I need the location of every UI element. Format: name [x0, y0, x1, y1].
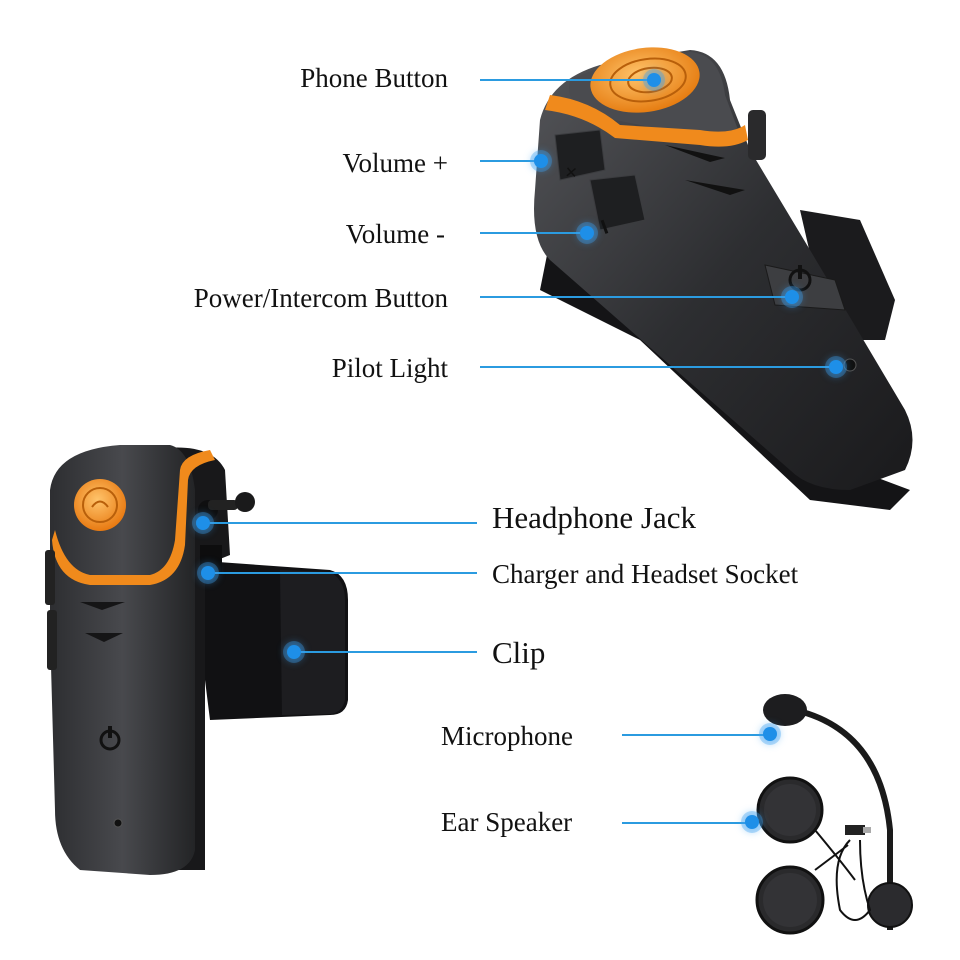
- label-pilot-light: Pilot Light: [331, 353, 448, 383]
- callout-dot-microphone: [763, 727, 777, 741]
- leader-line-phone-button: [480, 79, 656, 81]
- headset-accessory: [755, 694, 913, 935]
- label-microphone: Microphone: [441, 721, 573, 751]
- label-phone-button: Phone Button: [300, 63, 448, 93]
- callout-dot-charger-socket: [201, 566, 215, 580]
- callout-dot-phone-button: [647, 73, 661, 87]
- leader-line-headphone-jack: [205, 522, 477, 524]
- label-volume-minus: Volume -: [345, 219, 445, 249]
- leader-line-volume-minus: [480, 232, 586, 234]
- leader-line-pilot-light: [480, 366, 836, 368]
- side-intercom-device: [45, 445, 348, 875]
- callout-dot-ear-speaker: [745, 815, 759, 829]
- leader-line-charger-socket: [210, 572, 477, 574]
- callout-dot-clip: [287, 645, 301, 659]
- label-headphone-jack: Headphone Jack: [492, 500, 696, 535]
- callout-dot-headphone-jack: [196, 516, 210, 530]
- callout-dot-volume-minus: [580, 226, 594, 240]
- leader-line-microphone: [622, 734, 770, 736]
- label-ear-speaker: Ear Speaker: [441, 807, 573, 837]
- label-charger-socket: Charger and Headset Socket: [492, 559, 799, 589]
- top-intercom-device: +: [534, 47, 913, 510]
- label-power-intercom-button: Power/Intercom Button: [193, 283, 448, 313]
- label-volume-plus: Volume +: [342, 148, 448, 178]
- leader-line-clip: [295, 651, 477, 653]
- callout-dot-volume-plus: [534, 154, 548, 168]
- leader-line-ear-speaker: [622, 822, 754, 824]
- leader-line-volume-plus: [480, 160, 540, 162]
- callout-dot-power-intercom: [785, 290, 799, 304]
- label-clip: Clip: [492, 635, 546, 670]
- callout-dot-pilot-light: [829, 360, 843, 374]
- leader-line-power-intercom: [480, 296, 792, 298]
